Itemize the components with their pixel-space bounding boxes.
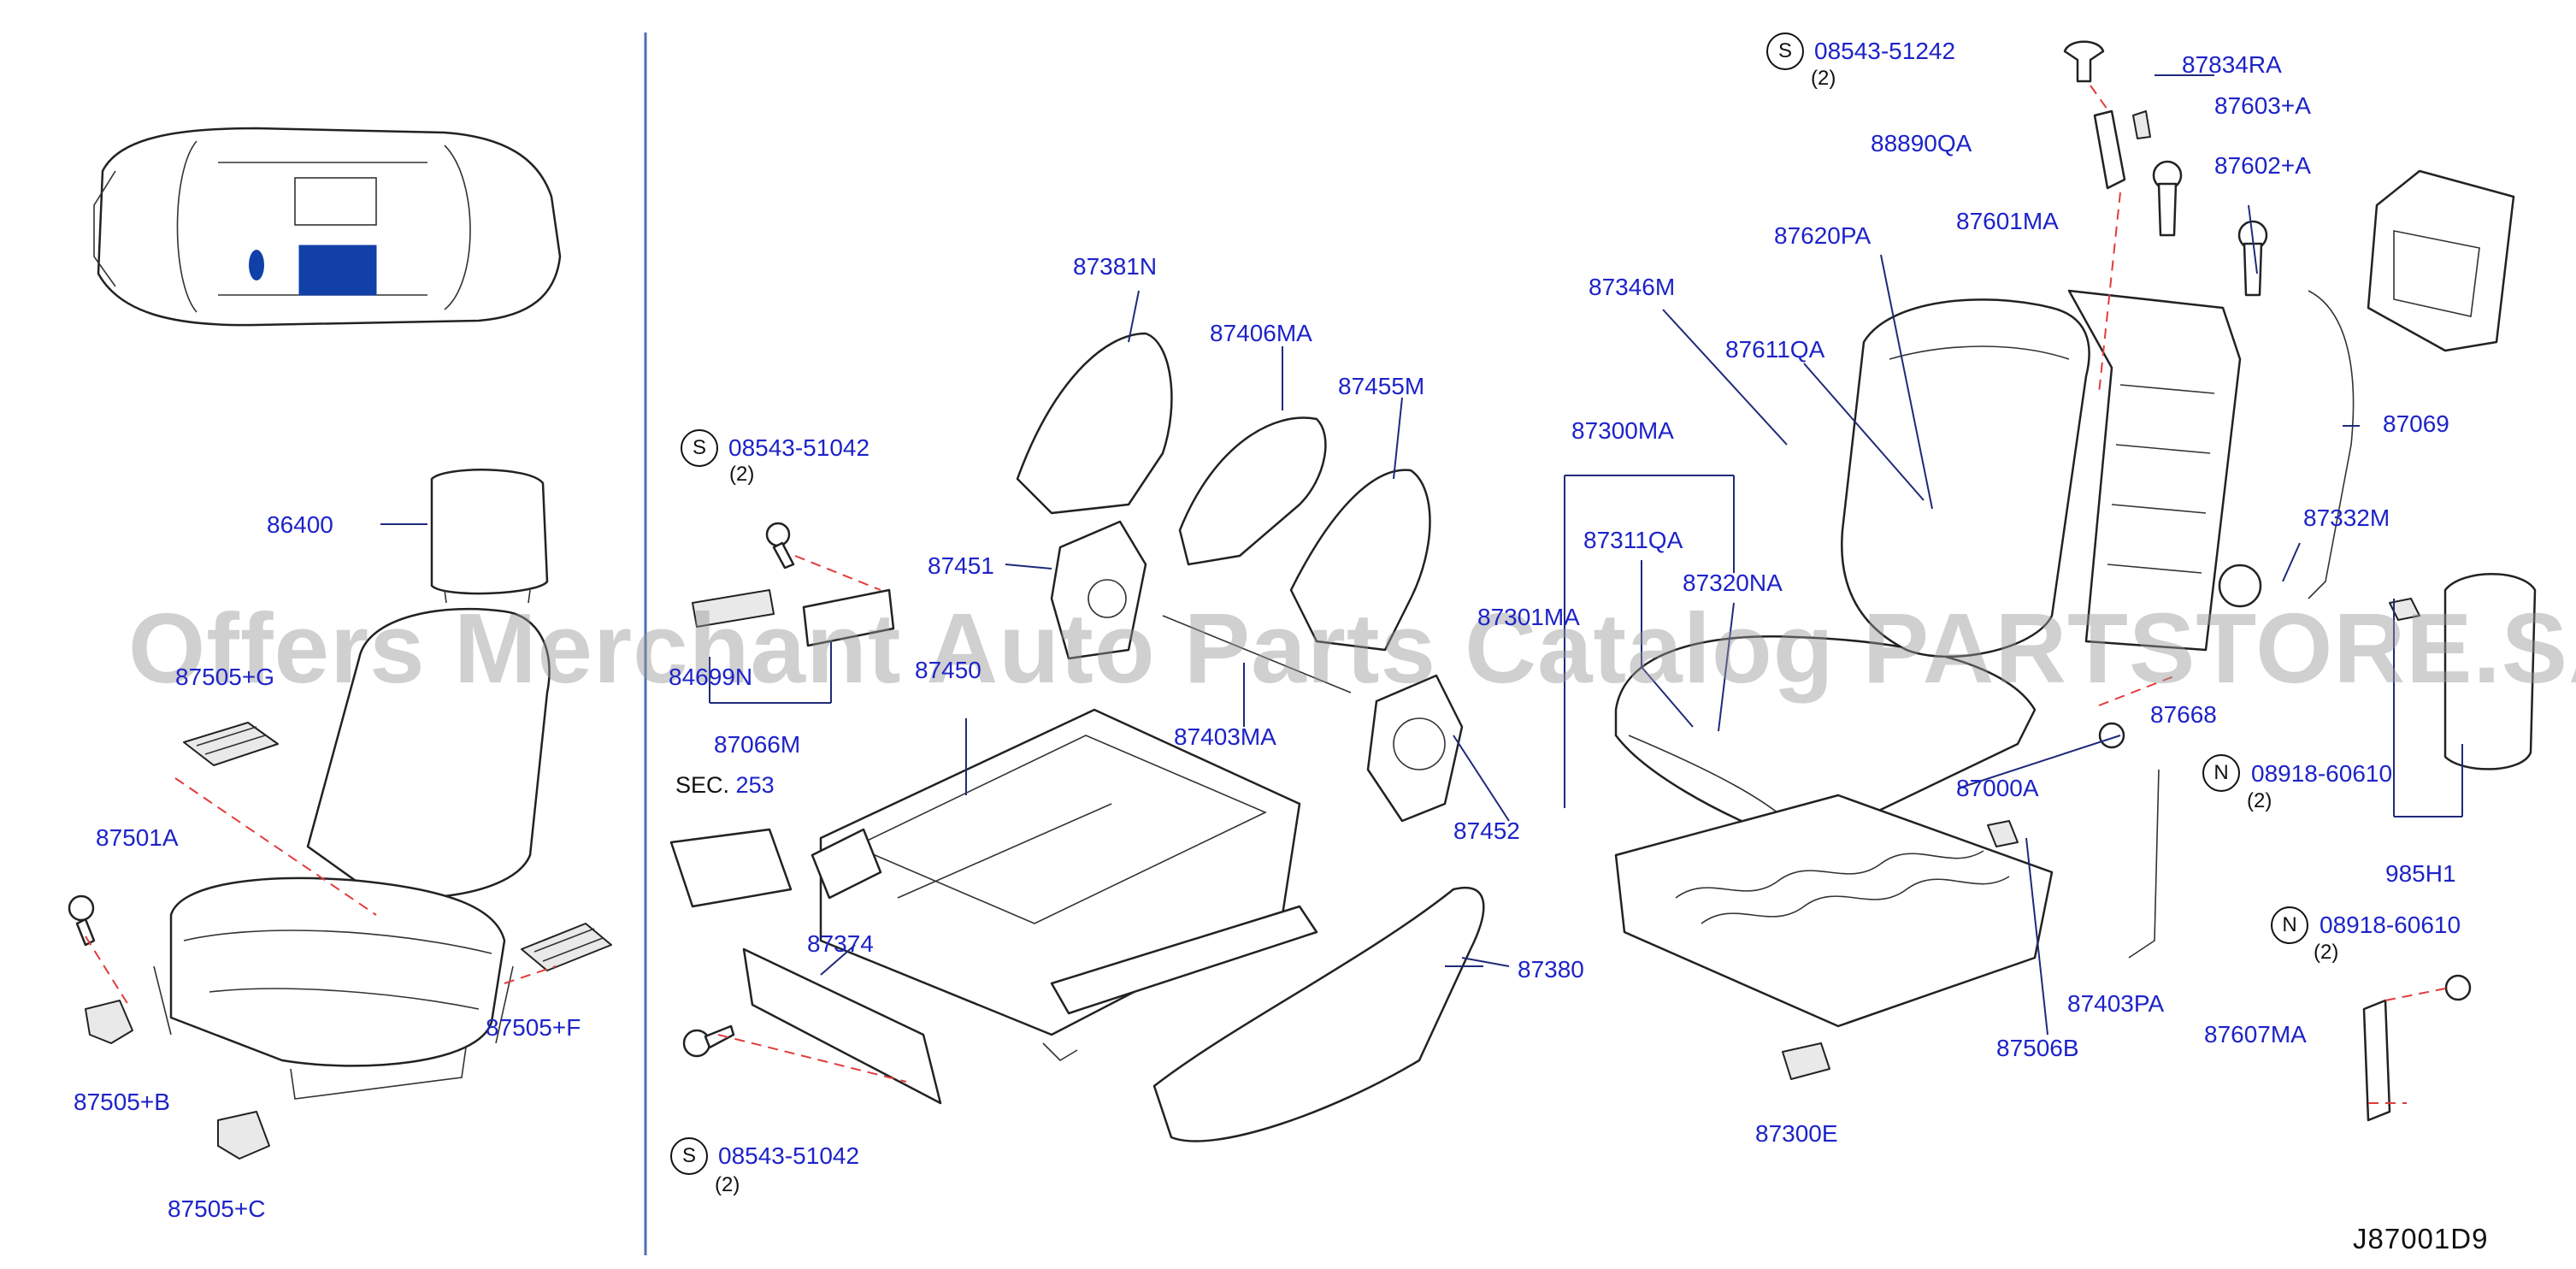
label-87611qa[interactable]: 87611QA bbox=[1725, 336, 1825, 363]
side-airbag-icon bbox=[2098, 564, 2537, 770]
airbag-guide-line bbox=[2098, 675, 2177, 706]
label-87403ma[interactable]: 87403MA bbox=[1174, 723, 1276, 750]
callout-quantity: (2) bbox=[715, 1173, 740, 1196]
label-87602-a[interactable]: 87602+A bbox=[2214, 152, 2311, 179]
recliner-assembly-icon bbox=[1050, 520, 1464, 823]
cover-guide-line bbox=[717, 1034, 907, 1083]
label-87452[interactable]: 87452 bbox=[1453, 817, 1520, 844]
label-87311qa[interactable]: 87311QA bbox=[1583, 527, 1683, 553]
label-87505-g[interactable]: 87505+G bbox=[175, 664, 274, 690]
callout-quantity: (2) bbox=[729, 463, 755, 486]
label-87066m[interactable]: 87066M bbox=[714, 731, 801, 758]
label-87300ma[interactable]: 87300MA bbox=[1571, 417, 1674, 444]
back-board-icon bbox=[2367, 169, 2515, 352]
label-87301ma[interactable]: 87301MA bbox=[1477, 604, 1580, 630]
callout-part-number[interactable]: 08543-51042 bbox=[718, 1142, 860, 1169]
callout-quantity: (2) bbox=[2247, 789, 2272, 812]
headrest-guide-line bbox=[2090, 85, 2121, 394]
label-86400[interactable]: 86400 bbox=[267, 511, 333, 538]
label-87501a[interactable]: 87501A bbox=[96, 824, 179, 851]
label-87000a[interactable]: 87000A bbox=[1956, 775, 2039, 801]
callout-part-number[interactable]: 08543-51042 bbox=[728, 434, 870, 461]
callout-part-number[interactable]: 08918-60610 bbox=[2320, 912, 2461, 938]
diagram-code: J87001D9 bbox=[2353, 1223, 2489, 1254]
label-87332m[interactable]: 87332M bbox=[2303, 505, 2390, 531]
assembly-guide-lines bbox=[85, 777, 557, 1006]
label-87403pa[interactable]: 87403PA bbox=[2067, 990, 2165, 1017]
label-87450[interactable]: 87450 bbox=[915, 657, 981, 683]
cable-icon bbox=[2308, 290, 2355, 599]
callout-quantity: (2) bbox=[2314, 941, 2339, 964]
label-87668[interactable]: 87668 bbox=[2150, 701, 2217, 728]
seat-frame-icon bbox=[811, 708, 1318, 1062]
clip-icon bbox=[1782, 1042, 1830, 1080]
grommet-icon bbox=[1987, 820, 2019, 847]
bracket-guide-line bbox=[2368, 987, 2450, 1104]
cushion-frame-icon bbox=[1614, 794, 2054, 1028]
trim-cover-rails-icon bbox=[183, 722, 612, 971]
seatback-icon bbox=[1841, 298, 2090, 658]
label-87505-c[interactable]: 87505+C bbox=[168, 1195, 266, 1222]
label-87451[interactable]: 87451 bbox=[928, 552, 994, 579]
callout-badge: N bbox=[2202, 754, 2240, 792]
bracket-icon bbox=[2362, 974, 2472, 1122]
label-87601ma[interactable]: 87601MA bbox=[1956, 208, 2059, 234]
section-reference[interactable]: SEC. 253 bbox=[675, 774, 775, 797]
label-87505-f[interactable]: 87505+F bbox=[486, 1014, 581, 1041]
switch-icon bbox=[692, 522, 895, 647]
recliner-rod-icon bbox=[1162, 615, 1352, 694]
label-87381n[interactable]: 87381N bbox=[1073, 253, 1158, 280]
label-84699n[interactable]: 84699N bbox=[669, 664, 753, 690]
vehicle-outline-icon bbox=[93, 127, 562, 327]
label-87320na[interactable]: 87320NA bbox=[1683, 570, 1783, 596]
callout-badge: S bbox=[1766, 32, 1804, 70]
label-87834ra[interactable]: 87834RA bbox=[2182, 51, 2282, 78]
label-87380[interactable]: 87380 bbox=[1518, 956, 1584, 983]
switch-guide-line bbox=[794, 555, 881, 591]
section-number[interactable]: 253 bbox=[735, 772, 775, 798]
leader-lines bbox=[380, 74, 2463, 1036]
label-985h1[interactable]: 985H1 bbox=[2385, 860, 2456, 887]
seatback-frame-icon bbox=[2067, 289, 2242, 652]
seat-cushion-icon bbox=[1614, 635, 2037, 848]
label-87505-b[interactable]: 87505+B bbox=[74, 1089, 170, 1115]
bolt-icon bbox=[682, 1024, 735, 1058]
cable-icon bbox=[2128, 769, 2160, 959]
label-87455m[interactable]: 87455M bbox=[1338, 373, 1425, 399]
label-87406ma[interactable]: 87406MA bbox=[1210, 320, 1312, 346]
label-87620pa[interactable]: 87620PA bbox=[1774, 222, 1872, 249]
section-prefix: SEC. bbox=[675, 772, 730, 798]
callout-part-number[interactable]: 08543-51242 bbox=[1814, 38, 1956, 64]
side-cover-icon bbox=[742, 947, 942, 1105]
bolt-icon bbox=[68, 894, 96, 947]
label-88890qa[interactable]: 88890QA bbox=[1871, 130, 1972, 156]
seat-assembly-icon bbox=[153, 469, 551, 1100]
callout-badge: N bbox=[2271, 906, 2308, 944]
control-module-icon bbox=[669, 828, 793, 908]
finisher-icon bbox=[1152, 886, 1485, 1142]
callout-part-number[interactable]: 08918-60610 bbox=[2251, 760, 2393, 787]
recliner-cover-icon bbox=[1016, 332, 1431, 652]
callout-badge: S bbox=[681, 429, 718, 467]
headrest-guide-icon bbox=[2063, 40, 2268, 297]
callout-quantity: (2) bbox=[1811, 67, 1836, 90]
label-87603-a[interactable]: 87603+A bbox=[2214, 92, 2311, 119]
label-87374[interactable]: 87374 bbox=[807, 930, 874, 957]
label-87346m[interactable]: 87346M bbox=[1589, 274, 1676, 300]
label-87506b[interactable]: 87506B bbox=[1996, 1035, 2079, 1061]
seat-foot-cover-icon bbox=[85, 1000, 270, 1160]
label-87300e[interactable]: 87300E bbox=[1755, 1120, 1838, 1147]
callout-badge: S bbox=[670, 1137, 708, 1175]
label-87069[interactable]: 87069 bbox=[2383, 410, 2449, 437]
label-87607ma[interactable]: 87607MA bbox=[2204, 1021, 2307, 1048]
